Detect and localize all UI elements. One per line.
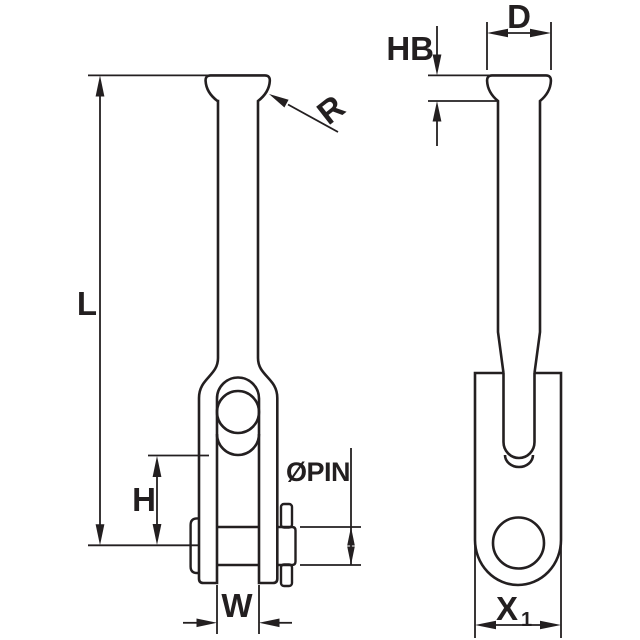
dim-label-HB: HB [386, 30, 434, 67]
dim-H-arrow-up [152, 455, 162, 477]
dim-H: H [132, 454, 209, 545]
dim-L: L [77, 74, 212, 547]
dim-label-L: L [77, 285, 97, 322]
dim-X1-arrow-left [475, 620, 496, 630]
clevis-pin-end [277, 525, 297, 567]
dim-X1: X 1 [474, 540, 562, 638]
dim-label-X1-subscript: 1 [521, 609, 532, 631]
side-pin-hole [491, 516, 546, 570]
dim-label-D: D [507, 0, 531, 35]
dim-label-X1: X [496, 590, 518, 627]
dim-R-arrowhead [269, 94, 289, 108]
dim-H-arrow-down [152, 524, 162, 545]
cotter-pin-top [279, 502, 294, 529]
dim-HB: HB [386, 26, 497, 146]
dim-label-pin: ØPIN [286, 457, 350, 487]
dim-X1-arrow-right [540, 620, 561, 630]
front-view [189, 74, 297, 588]
dim-D-arrow-left [487, 28, 508, 38]
dim-pin-arrow-down [347, 546, 355, 565]
side-jaw-slot [502, 373, 536, 460]
dim-pin-arrow-up [347, 527, 355, 546]
cotter-pin-bottom [279, 563, 294, 588]
clevis-pin-shaft [217, 525, 259, 567]
dim-R: R [269, 88, 352, 133]
dim-D-arrow-right [530, 28, 551, 38]
dim-W: W [183, 585, 292, 634]
dim-label-W: W [221, 587, 253, 624]
dim-label-H: H [132, 481, 156, 518]
side-view [473, 74, 563, 587]
dim-HB-arrow-down [432, 54, 442, 76]
dim-D: D [486, 0, 552, 70]
side-fork-plate [473, 371, 563, 587]
dim-L-arrow-down [95, 524, 105, 546]
side-shank-outline [485, 74, 553, 374]
dim-label-R: R [310, 88, 352, 132]
dim-HB-arrow-up [432, 101, 442, 122]
jaw-crotch-arc [215, 433, 261, 457]
side-jaw-crotch-arc [503, 454, 535, 469]
fork-front-outline [197, 74, 279, 585]
dim-W-arrow-right [196, 618, 217, 628]
dim-pin-diameter: ØPIN [286, 448, 361, 566]
jaw-slot-circle [215, 389, 261, 435]
dim-R-leader-line [287, 103, 339, 133]
dim-W-arrow-left [259, 618, 280, 628]
dim-L-arrow-up [95, 75, 105, 97]
